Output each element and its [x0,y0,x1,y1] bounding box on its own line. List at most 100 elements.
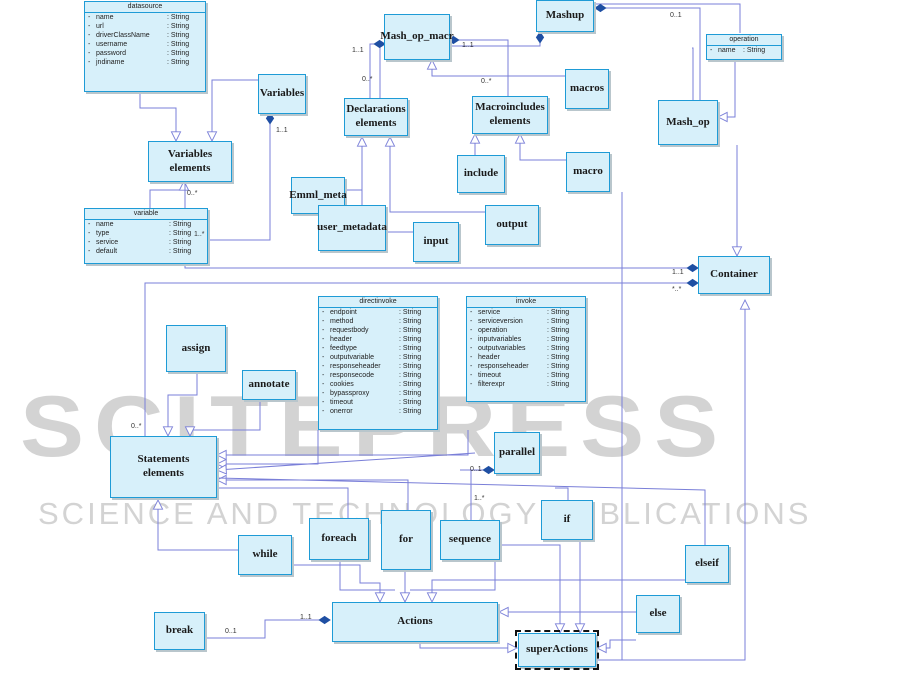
class-invoke-title: invoke [467,297,585,308]
box-while[interactable]: while [238,535,292,575]
box-emml-meta-label: Emml_meta [289,188,347,201]
attribute-ty: : String [399,408,422,415]
box-if[interactable]: if [541,500,593,540]
box-superactions[interactable]: superActions [515,630,599,670]
class-datasource[interactable]: datasource -name: String-url: String-dri… [84,1,206,92]
attribute-dash: - [322,372,325,379]
box-actions[interactable]: Actions [332,602,498,642]
class-invoke-attribute: -inputvariables: String [467,335,585,344]
box-foreach[interactable]: foreach [309,518,369,560]
attribute-ty: : String [169,239,192,246]
box-else[interactable]: else [636,595,680,633]
box-variables[interactable]: Variables [258,74,306,114]
mult-label: 0..1 [225,628,237,635]
box-annotate-label: annotate [248,378,290,391]
box-elseif-label: elseif [695,557,719,570]
box-input[interactable]: input [413,222,459,262]
class-datasource-attribute: -name: String [85,13,205,22]
box-output-label: output [496,218,528,231]
box-assign[interactable]: assign [166,325,226,372]
attribute-ty: : String [399,390,422,397]
class-directinvoke-attribute: -cookies: String [319,380,437,389]
attribute-ty: : String [547,309,570,316]
mult-label: 0..1 [470,466,482,473]
mult-label: 0..* [187,190,198,197]
box-for[interactable]: for [381,510,431,570]
attribute-nm: responseheader [330,363,381,370]
attribute-nm: header [330,336,352,343]
box-mashup-label: Mashup [545,9,585,22]
mult-label: 1..1 [276,127,288,134]
attribute-ty: : String [169,230,192,237]
class-datasource-title: datasource [85,2,205,13]
attribute-ty: : String [399,381,422,388]
class-invoke-attribute: -operation: String [467,326,585,335]
attribute-nm: name [96,221,114,228]
attribute-ty: : String [399,354,422,361]
class-invoke-attribute: -responseheader: String [467,362,585,371]
box-break[interactable]: break [154,612,205,650]
attribute-dash: - [322,318,325,325]
box-sequence[interactable]: sequence [440,520,500,560]
box-include[interactable]: include [457,155,505,193]
box-statements-elements-label: Statements elements [137,453,190,479]
class-variable[interactable]: variable -name: String-type: String-serv… [84,208,208,264]
class-datasource-attribute: -password: String [85,49,205,58]
attribute-ty: : String [547,363,570,370]
attribute-nm: serviceversion [478,318,523,325]
box-parallel-label: parallel [498,446,536,459]
box-sequence-label: sequence [448,533,492,546]
box-mash-op-macr[interactable]: Mash_op_macr [380,14,454,60]
attribute-dash: - [470,354,473,361]
attribute-dash: - [322,327,325,334]
attribute-ty: : String [399,399,422,406]
attribute-nm: service [478,309,501,316]
box-user-metadata[interactable]: user_metadata [317,205,387,251]
class-variable-attributes: -name: String-type: String-service: Stri… [85,220,207,256]
attribute-dash: - [322,408,325,415]
box-macroincludes-elements[interactable]: Macroincludes elements [472,96,548,134]
box-parallel[interactable]: parallel [494,432,540,474]
class-variable-attribute: -name: String [85,220,207,229]
box-macros[interactable]: macros [565,69,609,109]
class-invoke-attributes: -service: String-serviceversion: String-… [467,308,585,389]
class-directinvoke-attribute: -feedtype: String [319,344,437,353]
attribute-dash: - [322,309,325,316]
box-variables-label: Variables [259,87,305,100]
class-operation[interactable]: operation -name: String [706,34,782,60]
attribute-nm: requestbody [330,327,369,334]
box-statements-elements[interactable]: Statements elements [110,436,217,498]
attribute-ty: : String [547,354,570,361]
attribute-ty: : String [399,309,422,316]
attribute-dash: - [88,239,91,246]
box-declarations-elements[interactable]: Declarations elements [344,98,408,136]
attribute-nm: method [330,318,354,325]
box-annotate[interactable]: annotate [242,370,296,400]
box-mashup[interactable]: Mashup [536,0,594,32]
box-output[interactable]: output [485,205,539,245]
attribute-nm: responseheader [478,363,529,370]
box-superactions-label: superActions [526,643,588,656]
box-elseif[interactable]: elseif [685,545,729,583]
attribute-dash: - [470,318,473,325]
class-directinvoke-attribute: -bypassproxy: String [319,389,437,398]
class-directinvoke-attributes: -endpoint: String-method: String-request… [319,308,437,416]
attribute-nm: responsecode [330,372,374,379]
box-mash-op[interactable]: Mash_op [658,100,718,145]
box-macro[interactable]: macro [566,152,610,192]
class-invoke[interactable]: invoke -service: String-serviceversion: … [466,296,586,402]
attribute-nm: header [478,354,500,361]
class-datasource-attribute: -jndiname: String [85,58,205,67]
attribute-dash: - [322,354,325,361]
attribute-ty: : String [547,381,570,388]
mult-label: 1..1 [352,47,364,54]
attribute-nm: inputvariables [478,336,522,343]
box-container[interactable]: Container [698,256,770,294]
box-variables-elements[interactable]: Variables elements [148,141,232,182]
mult-label: *..* [672,286,682,293]
class-variable-title: variable [85,209,207,220]
attribute-nm: endpoint [330,309,357,316]
class-directinvoke[interactable]: directinvoke -endpoint: String-method: S… [318,296,438,430]
